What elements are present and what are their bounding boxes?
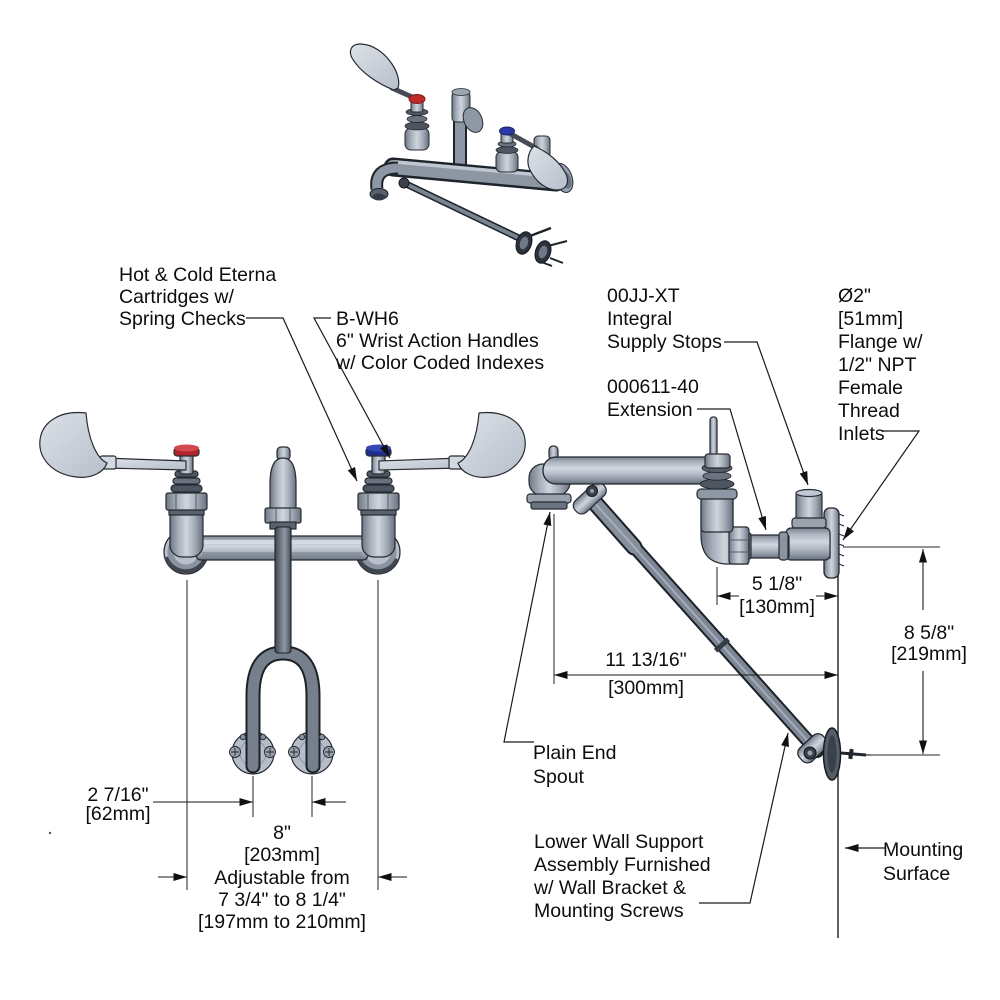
svg-text:Thread: Thread <box>838 400 900 422</box>
svg-text:Spring Checks: Spring Checks <box>119 308 246 330</box>
svg-text:[300mm]: [300mm] <box>608 677 684 699</box>
leader-lines <box>246 317 921 904</box>
svg-text:w/ Wall Bracket &: w/ Wall Bracket & <box>533 877 686 899</box>
svg-text:Inlets: Inlets <box>838 423 885 445</box>
svg-text:7 3/4" to 8 1/4": 7 3/4" to 8 1/4" <box>218 889 346 911</box>
svg-text:Female: Female <box>838 377 903 399</box>
side-extension <box>743 531 790 561</box>
label-supply-stops: 00JJ-XT <box>607 285 680 307</box>
front-supply-fork <box>229 526 335 775</box>
iso-hot-index <box>408 94 426 104</box>
iso-hot-handle <box>349 43 430 151</box>
svg-text:Mounting Screws: Mounting Screws <box>534 900 684 922</box>
side-elbow-nut <box>728 526 750 565</box>
svg-text:1/2" NPT: 1/2" NPT <box>838 354 917 376</box>
label-cartridges: Hot & Cold Eterna <box>119 264 276 286</box>
svg-text:Cartridges w/: Cartridges w/ <box>119 286 234 308</box>
front-center-spout <box>264 446 302 530</box>
side-spout <box>526 445 722 510</box>
extension-lines <box>48 514 940 890</box>
label-lower-support: Lower Wall Support <box>534 831 704 853</box>
isometric-view <box>349 43 574 267</box>
svg-text:[62mm]: [62mm] <box>85 803 150 825</box>
svg-text:[203mm]: [203mm] <box>244 844 320 866</box>
svg-text:Supply Stops: Supply Stops <box>607 331 722 353</box>
side-handle-pin <box>709 416 718 460</box>
dim-spout-reach: 11 13/16" <box>605 649 686 671</box>
dimension-texts: 2 7/16" [62mm] 8" [203mm] Adjustable fro… <box>85 573 966 933</box>
iso-lower-flanges <box>515 226 568 267</box>
label-handles: B-WH6 <box>336 308 399 330</box>
front-hot-valve <box>39 411 208 558</box>
svg-text:[51mm]: [51mm] <box>838 308 903 330</box>
iso-cold-handle <box>495 126 569 191</box>
label-mounting-surface: Mounting <box>883 839 963 861</box>
dim-stop-depth: 5 1/8" <box>752 573 802 595</box>
svg-text:Adjustable from: Adjustable from <box>214 867 349 889</box>
svg-text:Integral: Integral <box>607 308 672 330</box>
svg-text:Flange w/: Flange w/ <box>838 331 923 353</box>
dim-center-spacing: 8" <box>273 822 291 844</box>
label-extension: 000611-40 <box>607 376 699 398</box>
svg-text:6" Wrist Action Handles: 6" Wrist Action Handles <box>336 330 539 352</box>
iso-cold-index <box>499 126 515 136</box>
side-bonnet <box>696 453 738 500</box>
svg-text:Surface: Surface <box>883 863 950 885</box>
label-flange: Ø2" <box>838 285 871 307</box>
svg-text:[219mm]: [219mm] <box>891 643 967 665</box>
svg-text:Assembly Furnished: Assembly Furnished <box>534 854 711 876</box>
dimension-lines <box>153 549 927 881</box>
front-view <box>39 411 526 775</box>
svg-text:Extension: Extension <box>607 399 693 421</box>
svg-text:Spout: Spout <box>533 766 585 788</box>
side-view <box>526 416 871 938</box>
svg-text:w/ Color Coded Indexes: w/ Color Coded Indexes <box>335 352 544 374</box>
dim-flange-spacing: 2 7/16" <box>87 784 148 806</box>
front-cold-valve <box>357 411 526 558</box>
front-cold-blade <box>457 411 526 478</box>
label-plain-end-spout: Plain End <box>533 742 616 764</box>
dim-support-drop: 8 5/8" <box>904 622 954 644</box>
side-lower-support <box>572 481 871 781</box>
side-supply-stop <box>785 488 831 561</box>
svg-text:[197mm to 210mm]: [197mm to 210mm] <box>198 911 366 933</box>
front-hot-blade <box>39 411 108 478</box>
svg-text:[130mm]: [130mm] <box>739 596 815 618</box>
labels: Hot & Cold Eterna Cartridges w/ Spring C… <box>119 264 963 922</box>
